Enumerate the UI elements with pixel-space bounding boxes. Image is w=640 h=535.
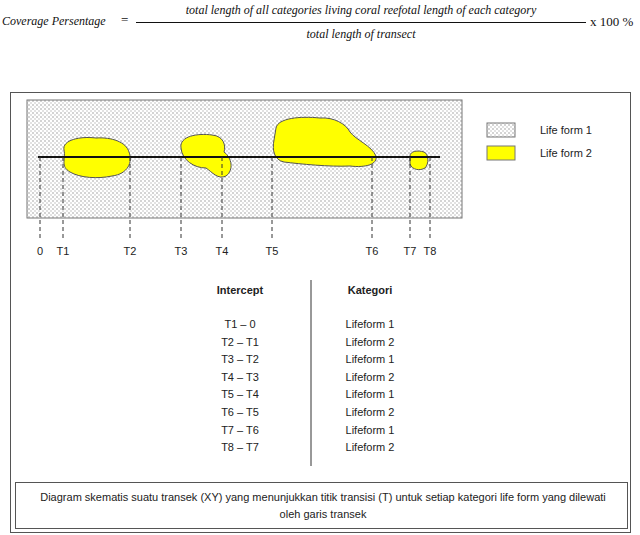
legend-swatch — [487, 146, 515, 160]
formula-numerator: total length of all categories living co… — [186, 3, 536, 17]
table-header: Intercept — [217, 284, 263, 297]
transition-point: 0 — [37, 245, 43, 258]
formula-factor: x 100 % — [590, 15, 633, 29]
legend-swatch — [487, 123, 515, 137]
figure-caption: Diagram skematis suatu transek (XY) yang… — [40, 489, 606, 523]
transition-point: T2 — [124, 245, 137, 258]
coral-patch — [410, 151, 428, 170]
formula-denominator: total length of transect — [307, 27, 416, 41]
transition-point: T5 — [266, 245, 279, 258]
table-header: Kategori — [348, 284, 393, 297]
transition-point: T3 — [175, 245, 188, 258]
figure-frame — [11, 93, 631, 533]
table-cell: Lifeform 1 — [346, 388, 395, 401]
table-cell: Lifeform 1 — [346, 424, 395, 437]
table-cell: Lifeform 2 — [346, 336, 395, 349]
table-cell: Lifeform 2 — [346, 406, 395, 419]
transition-markers — [40, 157, 430, 240]
transition-point: T8 — [424, 245, 437, 258]
coral-patch — [181, 134, 231, 177]
table-cell: T7 – T6 — [221, 424, 259, 437]
legend-label: Life form 1 — [540, 124, 592, 137]
table-cell: Lifeform 1 — [346, 353, 395, 366]
lifeform-1-area — [27, 100, 462, 218]
table-cell: T3 – T2 — [221, 353, 259, 366]
coral-patch — [273, 117, 376, 166]
legend-label: Life form 2 — [540, 147, 592, 160]
table-cell: T2 – T1 — [221, 336, 259, 349]
table-cell: T4 – T3 — [221, 371, 259, 384]
lifeform-2-patches — [64, 117, 428, 177]
formula-label: Coverage Persentage — [2, 14, 106, 28]
table-cell: T6 – T5 — [221, 406, 259, 419]
formula-sign: = — [121, 13, 128, 27]
table-cell: T1 – 0 — [224, 318, 255, 331]
caption-box — [16, 483, 628, 529]
transition-point: T6 — [366, 245, 379, 258]
transition-point: T1 — [57, 245, 70, 258]
table-cell: T8 – T7 — [221, 441, 259, 454]
table-cell: T5 – T4 — [221, 388, 259, 401]
transition-point: T7 — [404, 245, 417, 258]
transect-line — [38, 156, 440, 158]
table-cell: Lifeform 2 — [346, 441, 395, 454]
table-cell: Lifeform 2 — [346, 371, 395, 384]
table-cell: Lifeform 1 — [346, 318, 395, 331]
table-divider — [311, 280, 312, 466]
transition-point: T4 — [216, 245, 229, 258]
fraction-bar — [136, 22, 586, 23]
